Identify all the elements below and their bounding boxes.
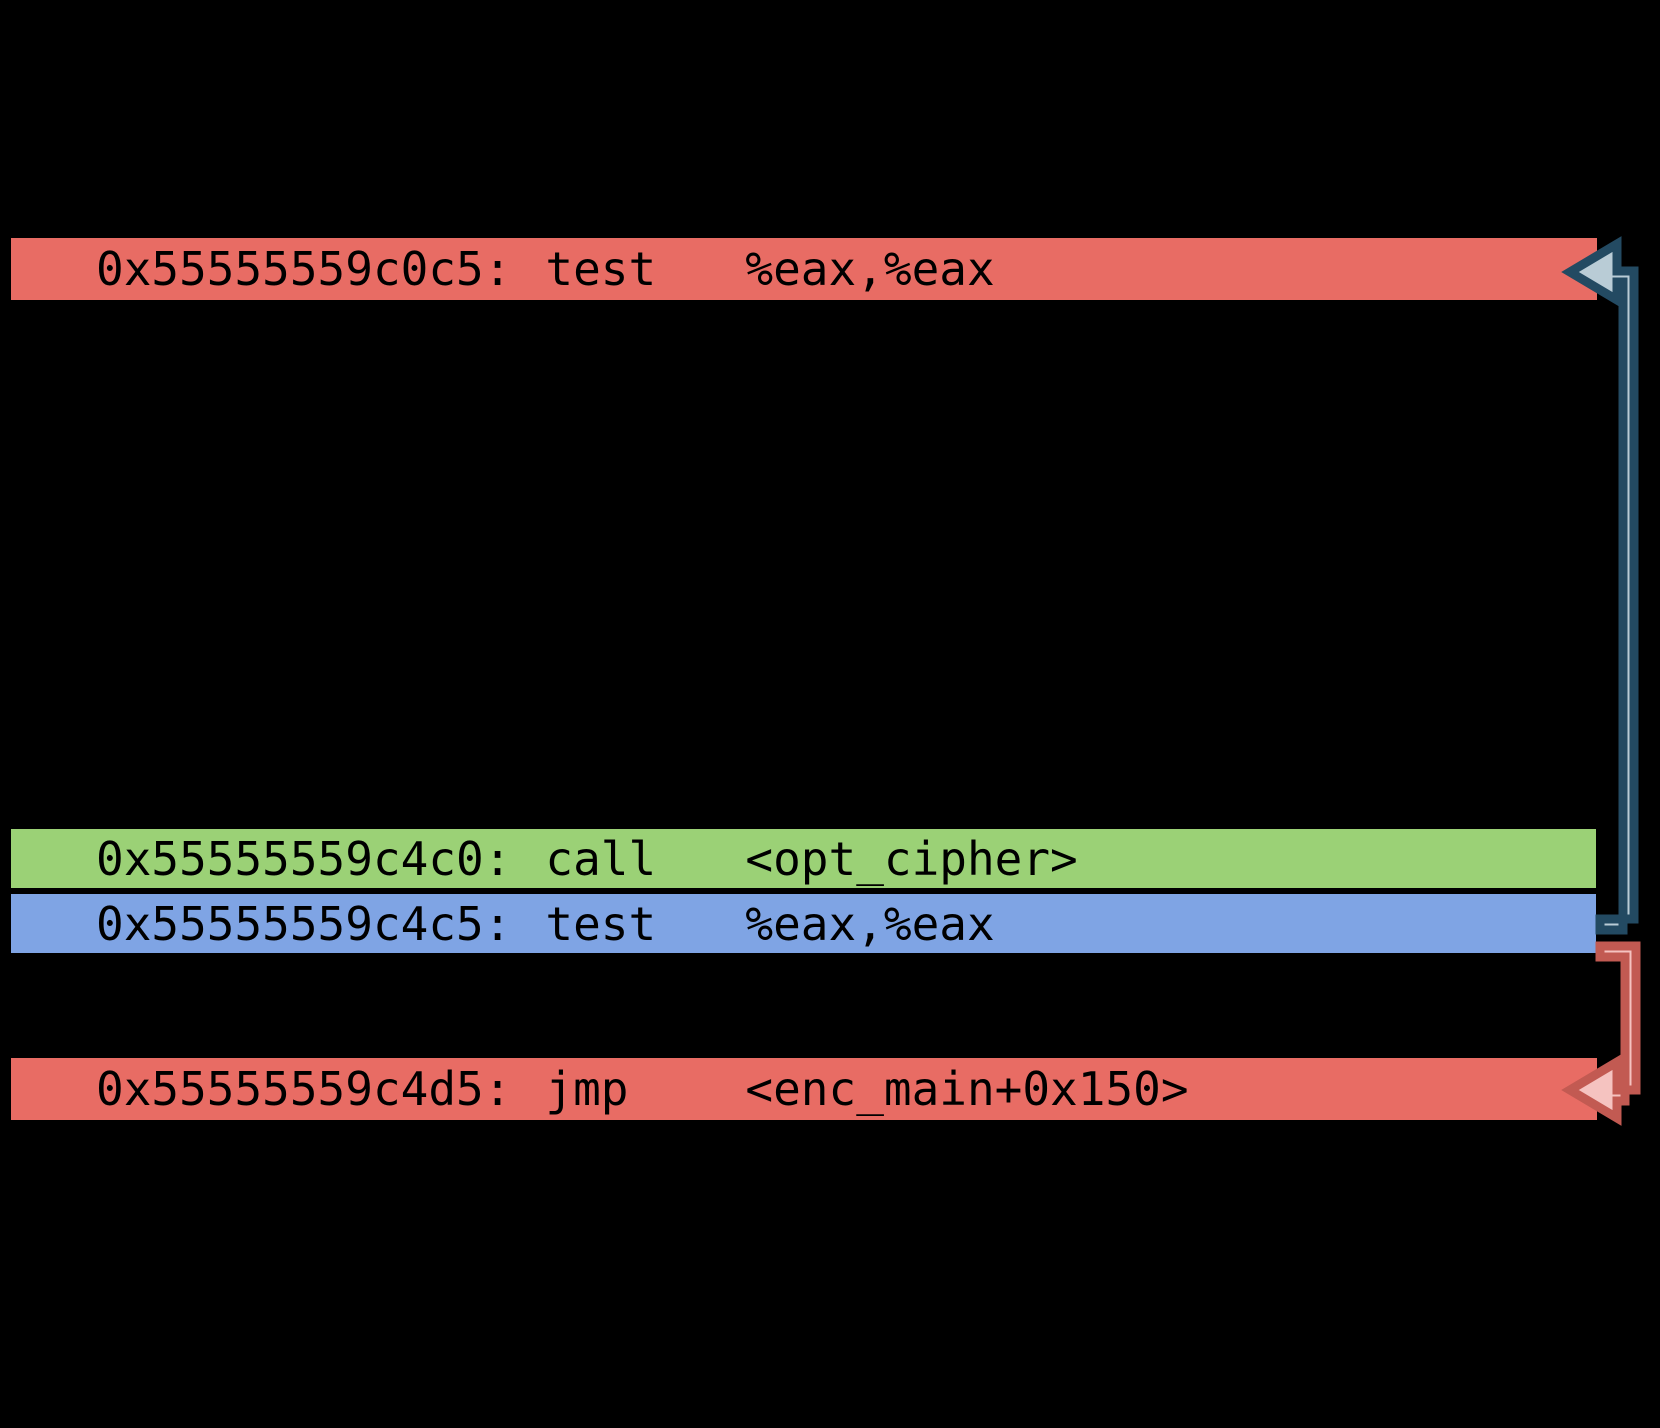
instruction-address: 0x55555559c0c5: bbox=[96, 242, 512, 296]
instruction-address: 0x55555559c4c0: bbox=[96, 831, 512, 886]
instruction-mnemonic: call bbox=[545, 831, 657, 886]
instruction-address: 0x55555559c4d5: bbox=[96, 1062, 512, 1116]
instruction-row-top-test[interactable]: 0x55555559c0c5: test %eax,%eax bbox=[11, 238, 1597, 300]
instruction-row-jmp[interactable]: 0x55555559c4d5: jmp <enc_main+0x150> bbox=[11, 1058, 1597, 1120]
instruction-operands: %eax,%eax bbox=[745, 896, 995, 951]
backward-branch-arrow-shape bbox=[1561, 236, 1639, 935]
instruction-operands: <opt_cipher> bbox=[745, 831, 1078, 886]
instruction-mnemonic: test bbox=[545, 242, 657, 296]
instruction-row-blue-test[interactable]: 0x55555559c4c5: test %eax,%eax bbox=[11, 894, 1596, 953]
instruction-operands: <enc_main+0x150> bbox=[745, 1062, 1189, 1116]
instruction-mnemonic: test bbox=[545, 896, 657, 951]
backward-branch-arrow bbox=[1561, 236, 1639, 935]
instruction-operands: %eax,%eax bbox=[745, 242, 995, 296]
instruction-mnemonic: jmp bbox=[545, 1062, 629, 1116]
instruction-row-call[interactable]: 0x55555559c4c0: call <opt_cipher> bbox=[11, 829, 1596, 888]
instruction-address: 0x55555559c4c5: bbox=[96, 896, 512, 951]
